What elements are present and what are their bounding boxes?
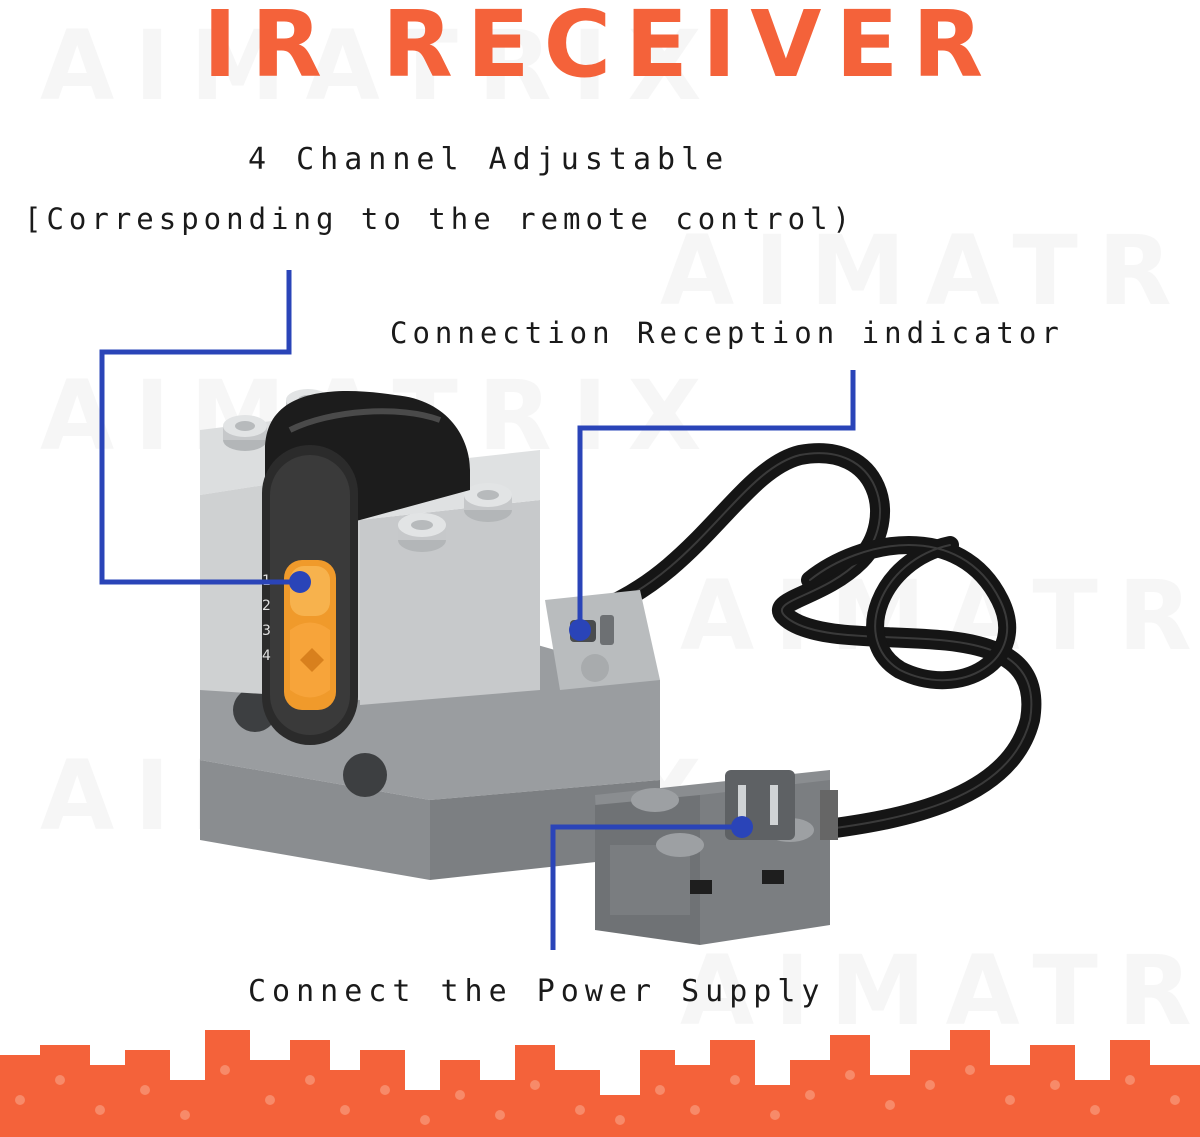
brick-skyline-decoration <box>0 1030 1200 1137</box>
channel-adjustable-label: 4 Channel Adjustable <box>248 142 730 177</box>
page-title: IR RECEIVER <box>202 0 998 98</box>
brick-stud-pattern <box>15 1065 1180 1125</box>
callout-dot <box>731 816 753 838</box>
remote-control-note: [Corresponding to the remote control) <box>24 202 856 236</box>
cable-icon <box>590 443 1042 840</box>
power-connector-plug <box>595 770 838 945</box>
power-supply-label: Connect the Power Supply <box>248 974 826 1009</box>
indicator-label: Connection Reception indicator <box>390 316 1064 350</box>
dial-number: 3 <box>262 623 271 639</box>
dial-number: 4 <box>262 648 271 664</box>
callout-dot <box>569 619 591 641</box>
dial-number: 2 <box>262 598 271 614</box>
callout-dot <box>289 571 311 593</box>
callout-lines <box>99 270 856 950</box>
